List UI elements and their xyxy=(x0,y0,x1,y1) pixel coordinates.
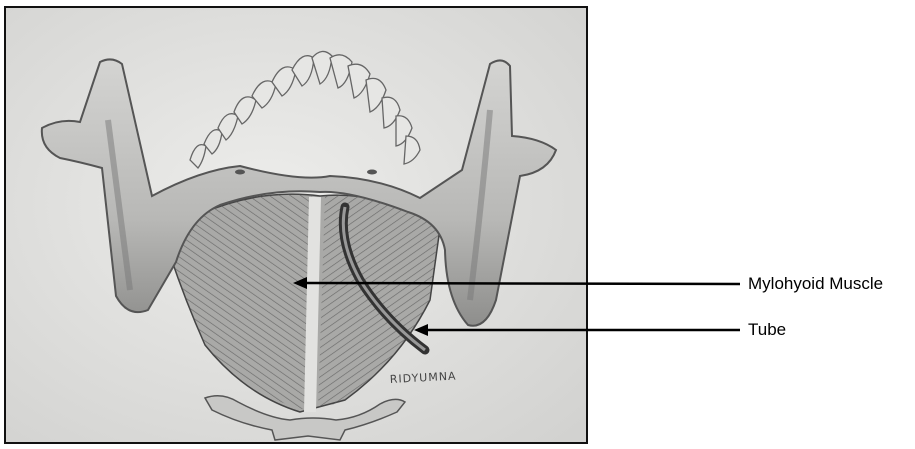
label-tube: Tube xyxy=(748,320,786,340)
median-raphe xyxy=(310,197,315,412)
label-mylohyoid-muscle: Mylohyoid Muscle xyxy=(748,274,883,294)
